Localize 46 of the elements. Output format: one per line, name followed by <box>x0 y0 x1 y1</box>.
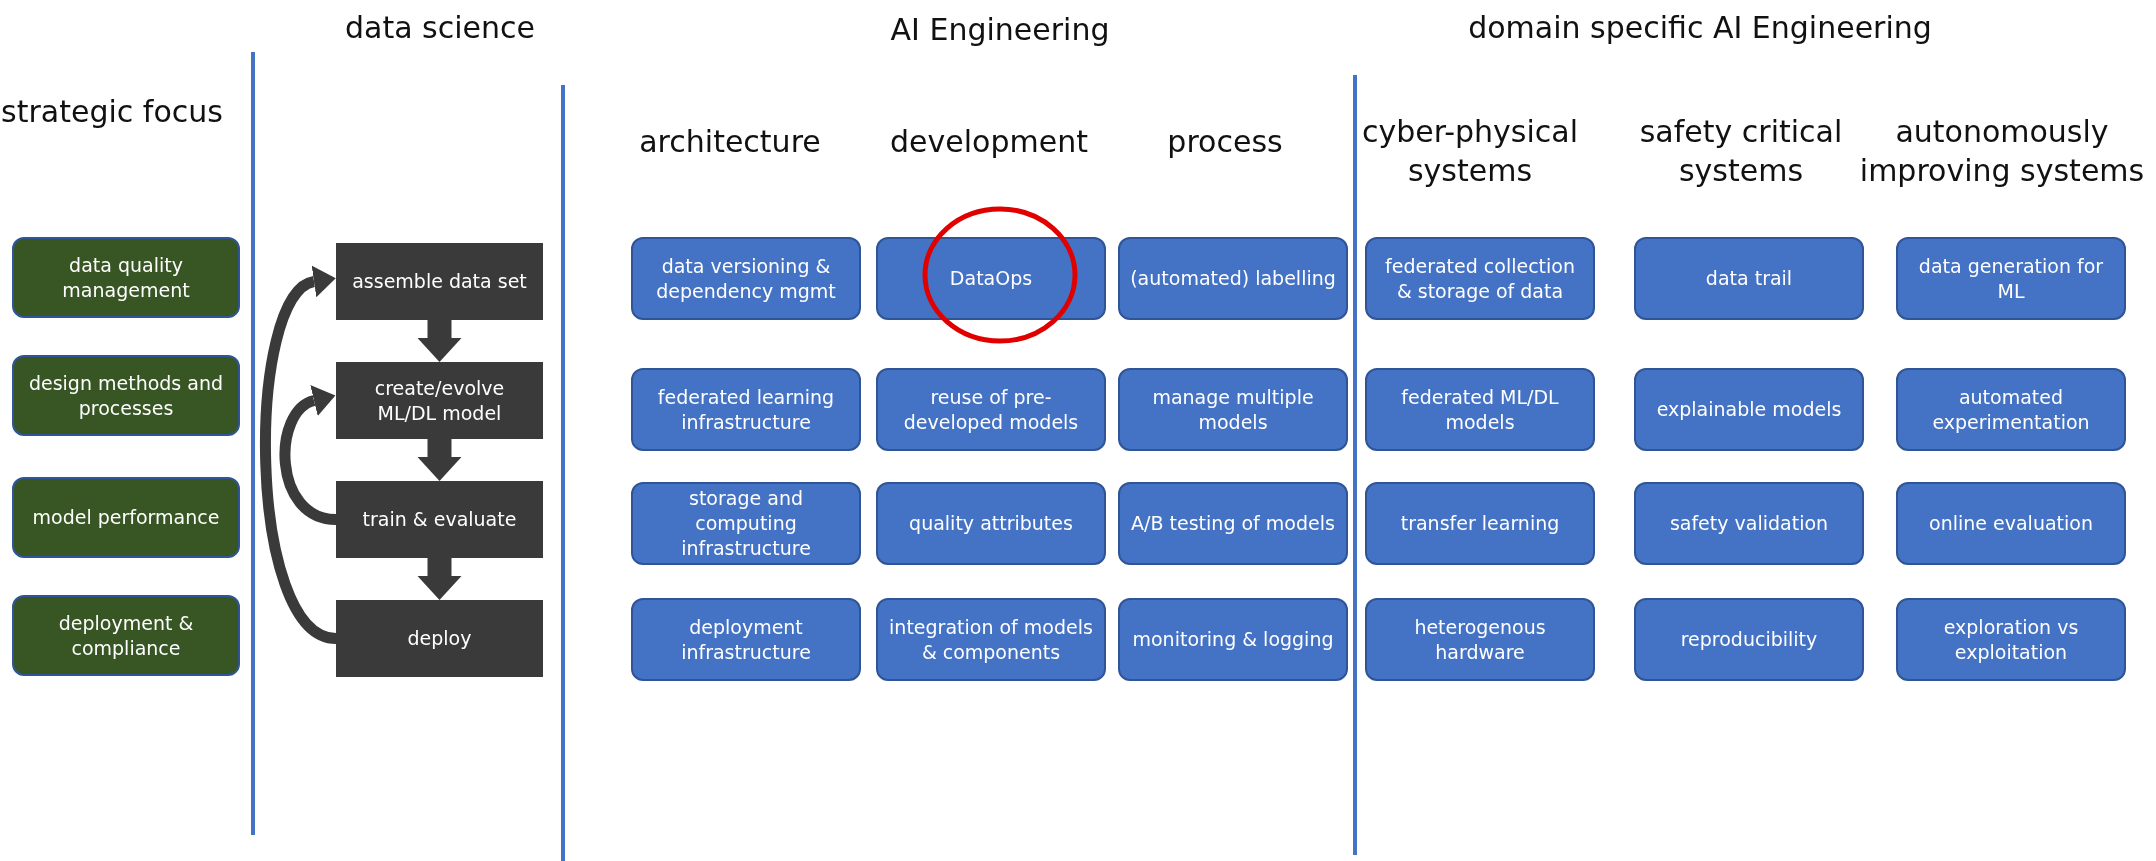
topic-box: (automated) labelling <box>1118 237 1348 320</box>
topic-box: monitoring & logging <box>1118 598 1348 681</box>
step-box: create/evolve ML/DL model <box>336 362 543 439</box>
arrow <box>417 320 462 362</box>
topic-box: heterogenous hardware <box>1365 598 1595 681</box>
topic-box: storage and computing infrastructure <box>631 482 861 565</box>
topic-box: integration of models & components <box>876 598 1106 681</box>
column-heading: architecture <box>639 123 821 161</box>
topic-box: data versioning & dependency mgmt <box>631 237 861 320</box>
focus-box: data quality management <box>12 237 240 318</box>
topic-box: reproducibility <box>1634 598 1864 681</box>
step-box: deploy <box>336 600 543 677</box>
focus-box: design methods and processes <box>12 355 240 436</box>
topic-box: deployment infrastructure <box>631 598 861 681</box>
topic-box: explainable models <box>1634 368 1864 451</box>
topic-box: quality attributes <box>876 482 1106 565</box>
topic-box: A/B testing of models <box>1118 482 1348 565</box>
focus-box: deployment & compliance <box>12 595 240 676</box>
focus-box: model performance <box>12 477 240 558</box>
arrow <box>417 439 462 481</box>
arrow <box>260 267 338 644</box>
topic-box: federated collection & storage of data <box>1365 237 1595 320</box>
section-heading: AI Engineering <box>890 11 1110 49</box>
topic-box: data generation for ML <box>1896 237 2126 320</box>
topic-box: automated experimentation <box>1896 368 2126 451</box>
step-box: assemble data set <box>336 243 543 320</box>
column-heading: process <box>1167 123 1283 161</box>
topic-box: data trail <box>1634 237 1864 320</box>
column-heading: autonomously improving systems <box>1858 113 2146 190</box>
topic-box: online evaluation <box>1896 482 2126 565</box>
topic-box: exploration vs exploitation <box>1896 598 2126 681</box>
column-heading: development <box>890 123 1088 161</box>
topic-box: reuse of pre-developed models <box>876 368 1106 451</box>
topic-box: manage multiple models <box>1118 368 1348 451</box>
step-box: train & evaluate <box>336 481 543 558</box>
column-heading: data science <box>345 9 535 47</box>
column-heading: strategic focus <box>1 93 223 131</box>
column-heading: cyber-physical systems <box>1361 113 1579 190</box>
arrow <box>417 558 462 600</box>
topic-box: transfer learning <box>1365 482 1595 565</box>
topic-box: safety validation <box>1634 482 1864 565</box>
topic-box: federated learning infrastructure <box>631 368 861 451</box>
topic-box: federated ML/DL models <box>1365 368 1595 451</box>
topic-box: DataOps <box>876 237 1106 320</box>
section-heading: domain specific AI Engineering <box>1468 9 1932 47</box>
column-heading: safety critical systems <box>1638 113 1844 190</box>
